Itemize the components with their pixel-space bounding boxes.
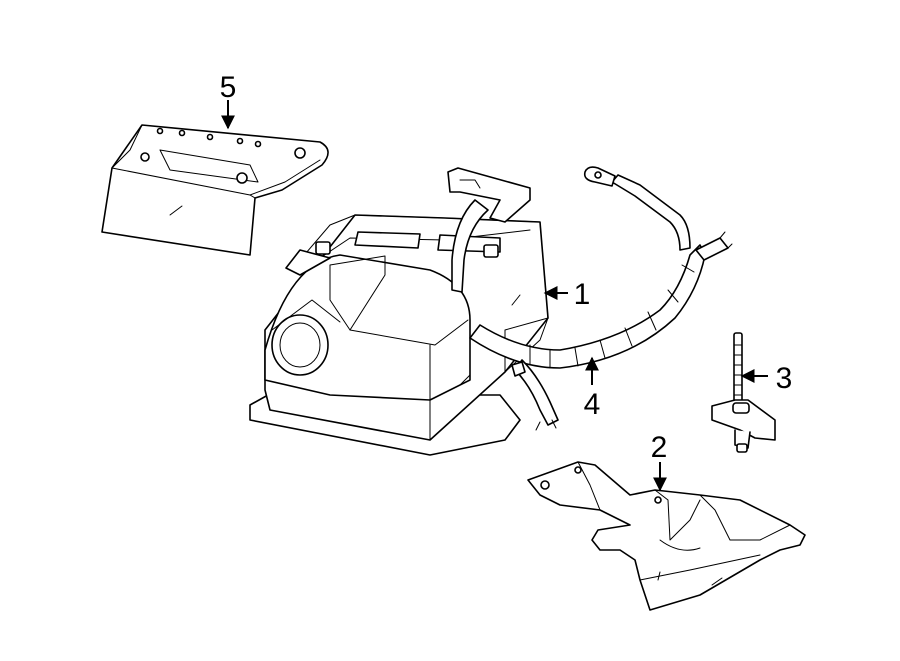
part-1-battery-tray	[249, 214, 549, 456]
part-5-cover	[101, 124, 329, 256]
callout-3-label: 3	[776, 362, 793, 395]
callout-2-label: 2	[651, 431, 668, 464]
part-4-cable	[447, 166, 733, 431]
part-3-hold-down-bolt	[711, 332, 776, 453]
callout-1-label: 1	[574, 278, 591, 311]
callout-4-label: 4	[584, 388, 601, 421]
part-2-tray-bracket	[527, 461, 806, 611]
callout-5-label: 5	[220, 71, 237, 104]
